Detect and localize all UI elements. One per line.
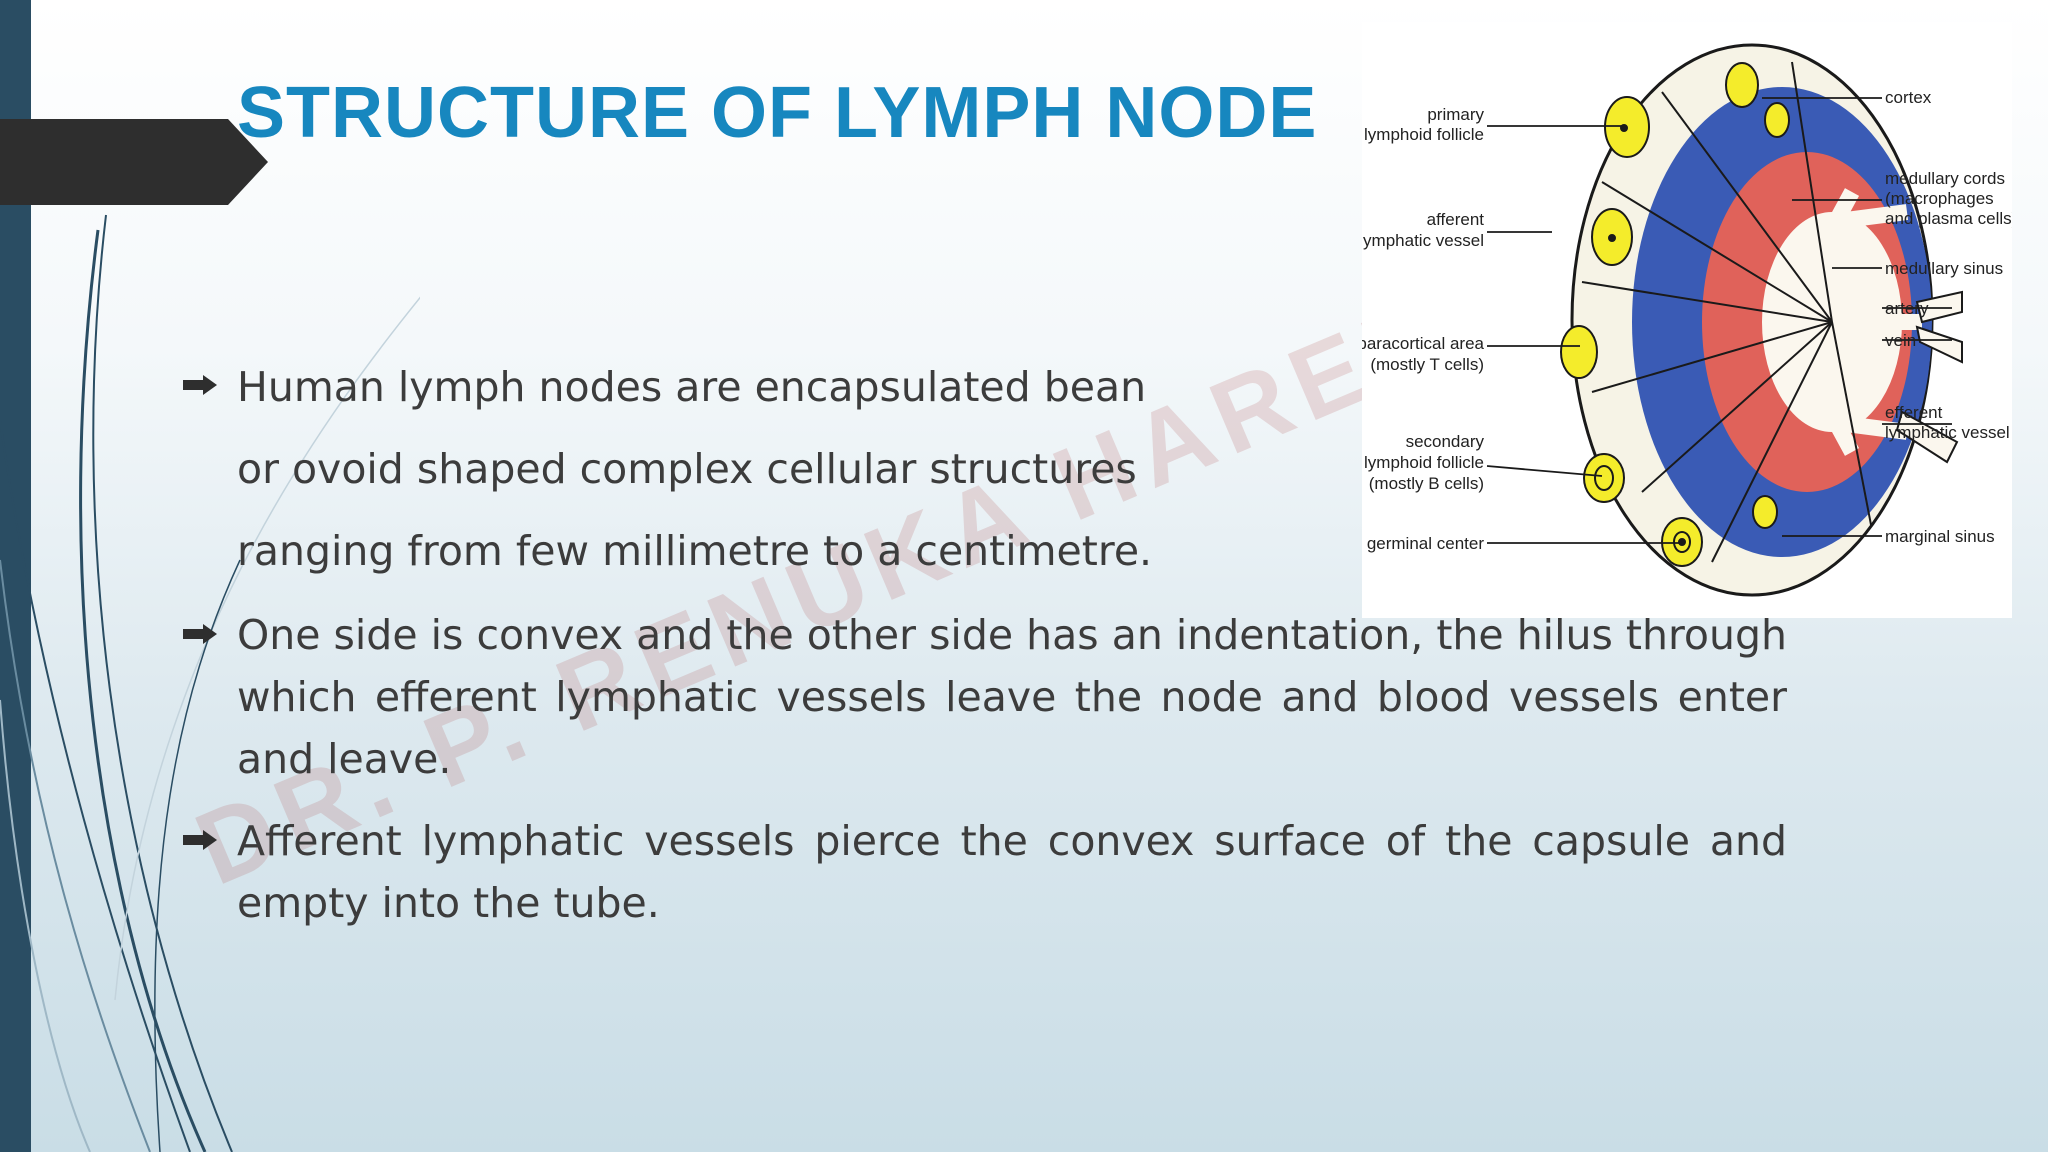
lymph-node-body <box>1560 43 1963 597</box>
label-paracortical-area-1: paracortical area <box>1362 334 1485 353</box>
bullet-3: Afferent lymphatic vessels pierce the co… <box>237 817 1787 927</box>
bullet-arrow-icon <box>183 375 217 395</box>
label-germinal-center: germinal center <box>1367 534 1485 553</box>
label-paracortical-area-2: (mostly T cells) <box>1370 355 1484 374</box>
lymph-node-diagram: primary lymphoid follicle afferent lymph… <box>1362 22 2012 618</box>
label-medullary-cords-3: and plasma cells) <box>1885 209 2012 228</box>
bullet-1-line-2: or ovoid shaped complex cellular structu… <box>237 445 1137 493</box>
label-vein: vein <box>1885 331 1916 350</box>
label-marginal-sinus: marginal sinus <box>1885 527 1995 546</box>
label-secondary-follicle-2: lymphoid follicle <box>1364 453 1484 472</box>
diagram-labels-right: cortex medullary cords (macrophages and … <box>1885 88 2012 546</box>
bullet-1-line-3: ranging from few millimetre to a centime… <box>237 527 1153 575</box>
label-afferent-vessel-2: lymphatic vessel <box>1362 231 1484 250</box>
bullet-1: Human lymph nodes are encapsulated bean … <box>237 356 1152 582</box>
label-primary-follicle-2: lymphoid follicle <box>1364 125 1484 144</box>
label-medullary-sinus: medullary sinus <box>1885 259 2003 278</box>
label-primary-follicle-1: primary <box>1427 105 1484 124</box>
label-secondary-follicle-1: secondary <box>1406 432 1485 451</box>
bullet-1-line-1: Human lymph nodes are encapsulated bean <box>237 363 1147 411</box>
label-artery: artery <box>1885 299 1929 318</box>
label-secondary-follicle-3: (mostly B cells) <box>1369 474 1484 493</box>
label-cortex: cortex <box>1885 88 1932 107</box>
hilus-vessels <box>1895 290 1963 464</box>
lymphoid-follicles <box>1560 62 1790 567</box>
leader-lines <box>1486 97 1952 544</box>
bullet-arrow-icon <box>183 624 217 644</box>
bullet-2: One side is convex and the other side ha… <box>237 611 1787 783</box>
diagram-labels-left: primary lymphoid follicle afferent lymph… <box>1362 105 1485 553</box>
decorative-curves <box>0 214 420 1152</box>
label-efferent-vessel-2: lymphatic vessel <box>1885 423 2010 442</box>
label-medullary-cords-2: (macrophages <box>1885 189 1994 208</box>
label-medullary-cords-1: medullary cords <box>1885 169 2005 188</box>
title-banner <box>0 119 268 205</box>
label-efferent-vessel-1: efferent <box>1885 403 1943 422</box>
label-afferent-vessel-1: afferent <box>1427 210 1485 229</box>
bullet-arrow-icon <box>183 830 217 850</box>
slide-title: STRUCTURE OF LYMPH NODE <box>237 73 1318 153</box>
